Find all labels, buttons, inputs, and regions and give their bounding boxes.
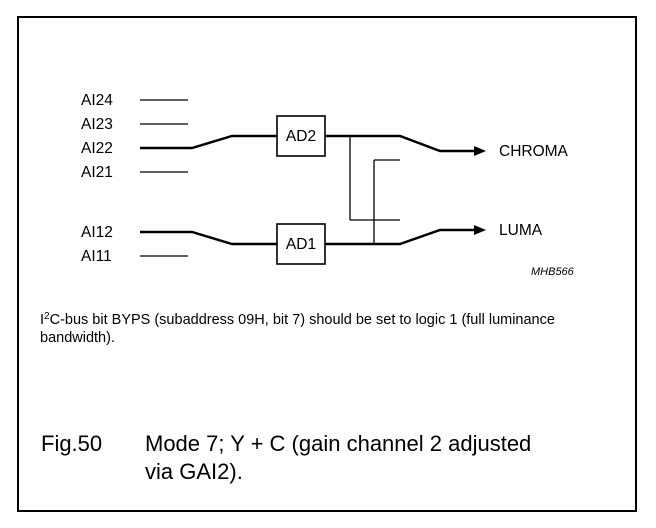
footnote-text: C-bus bit BYPS (subaddress 09H, bit 7) s… [40,312,555,346]
footnote-superscript: 2 [44,311,50,322]
label-ai23: AI23 [81,116,113,133]
figure-caption: Fig.50 Mode 7; Y + C (gain channel 2 adju… [41,430,581,486]
path-ai12-to-ad1 [140,230,277,246]
figure-frame [17,16,637,512]
footnote-prefix: I [40,312,45,328]
footnote: I2C-bus bit BYPS (subaddress 09H, bit 7)… [40,311,560,347]
figure-number: Fig.50 [41,431,103,456]
label-chroma: CHROMA [499,143,569,160]
label-ai11: AI11 [81,248,112,265]
chroma-arrowhead [474,146,486,156]
luma-arrowhead [474,225,486,235]
label-ad2: AD2 [286,128,316,145]
figure-code: MHB566 [531,266,575,278]
figure-title: Mode 7; Y + C (gain channel 2 adjusted v… [145,431,532,484]
path-ad2-to-chroma [325,134,474,153]
label-ai12: AI12 [81,224,113,241]
label-ai21: AI21 [81,164,113,181]
label-ai24: AI24 [81,92,113,109]
label-luma: LUMA [499,222,543,239]
label-ad1: AD1 [286,236,316,253]
label-ai22: AI22 [81,140,113,157]
path-ai22-to-ad2 [140,134,277,150]
path-ad1-to-luma [325,228,474,246]
